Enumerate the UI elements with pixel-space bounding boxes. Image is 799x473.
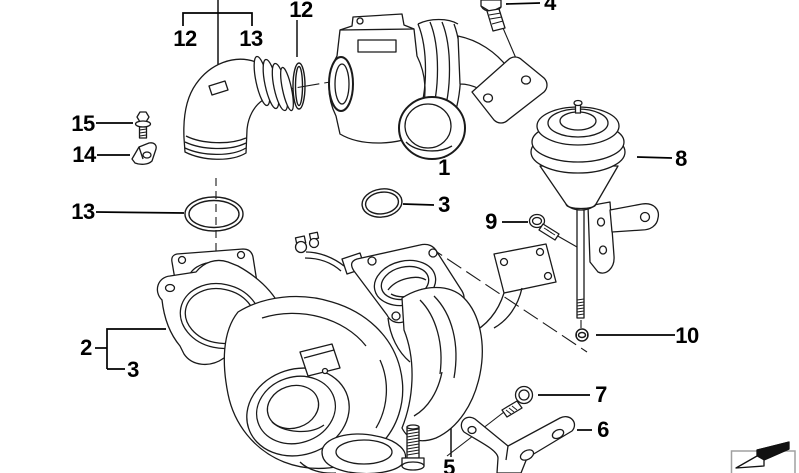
callout-13-elbow-ring[interactable]: 13 [239, 26, 263, 51]
nut-10-part [575, 328, 589, 342]
bracket-6-part [460, 416, 576, 473]
callout-6-bracket[interactable]: 6 [597, 417, 609, 442]
callout-5-stud[interactable]: 5 [443, 455, 455, 473]
callout-3-oring-lower[interactable]: 3 [127, 357, 139, 382]
intake-elbow-part [183, 55, 294, 160]
callout-4-bolt[interactable]: 4 [544, 0, 556, 15]
bolt-4-part [480, 0, 506, 32]
callout-2-turbocharger[interactable]: 2 [80, 335, 92, 360]
o-ring-13-part [184, 196, 244, 232]
page-forward-nav[interactable] [730, 441, 796, 473]
callout-3-oring-upper[interactable]: 3 [438, 192, 450, 217]
o-ring-12-part [292, 62, 306, 110]
callout-7-bolt[interactable]: 7 [595, 382, 607, 407]
screw-15-part [134, 111, 152, 139]
callout-10-nut[interactable]: 10 [675, 323, 699, 348]
callout-12-oring[interactable]: 12 [289, 0, 313, 22]
callout-12-elbow[interactable]: 12 [173, 26, 197, 51]
bolt-9-part [528, 213, 560, 241]
clip-14-part [131, 142, 157, 165]
callout-15-screw[interactable]: 15 [71, 111, 95, 136]
o-ring-3-part [361, 188, 403, 218]
stud-5-part [401, 424, 425, 471]
page-forward-arrow-icon [735, 441, 790, 469]
callout-9-bolt[interactable]: 9 [485, 209, 497, 234]
callout-13-oring[interactable]: 13 [71, 199, 95, 224]
callout-8-actuator[interactable]: 8 [675, 146, 687, 171]
upper-turbo-1-part [328, 13, 548, 160]
callout-1-upper-turbo[interactable]: 1 [438, 155, 450, 180]
actuator-8-part [530, 99, 660, 319]
callout-14-clip[interactable]: 14 [72, 142, 96, 167]
bolt-7-part [501, 385, 534, 418]
turbocharger-2-part [156, 231, 557, 473]
